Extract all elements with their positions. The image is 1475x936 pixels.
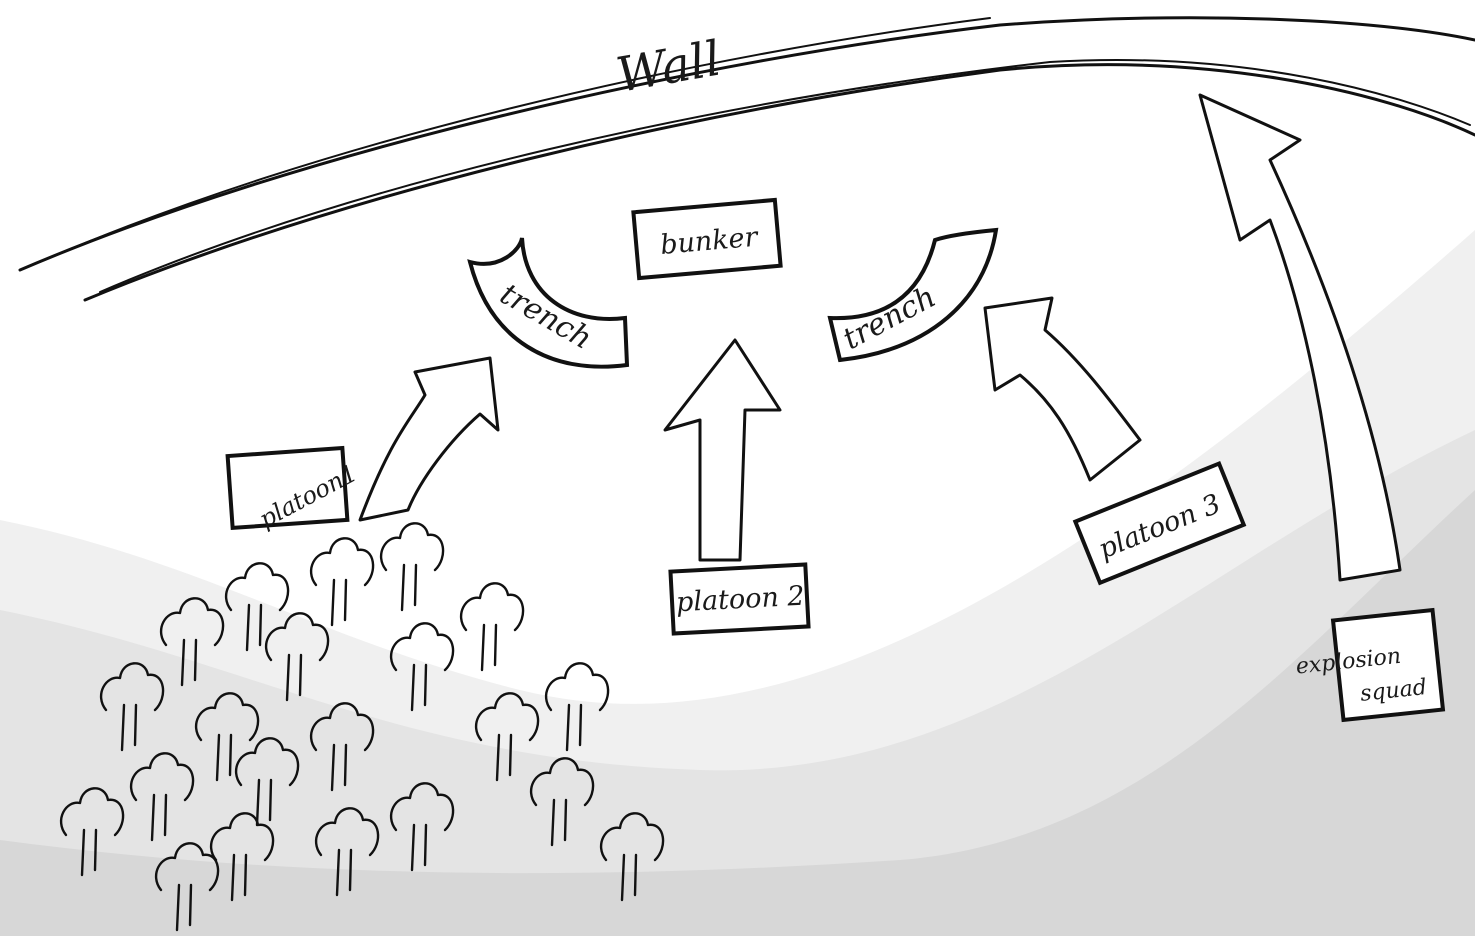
tree-icon: [59, 787, 125, 877]
bunker: bunker: [631, 197, 783, 281]
tree-icon: [544, 662, 610, 752]
tree-icon: [389, 782, 455, 872]
platoon2-label: platoon 2: [675, 581, 805, 619]
arrow-platoon1: [358, 356, 500, 522]
tree-icon: [154, 842, 220, 932]
tree-icon: [309, 702, 375, 792]
wall-label: Wall: [612, 31, 725, 104]
terrain: [0, 230, 1475, 936]
tree-icon: [159, 597, 225, 687]
tree-icon: [314, 807, 380, 897]
arrow-platoon3: [983, 296, 1142, 482]
tree-icon: [264, 612, 330, 702]
arrow-platoon2: [663, 338, 782, 562]
tree-icon: [474, 692, 540, 782]
explosion-squad: explosion squad: [1295, 607, 1446, 723]
tree-icon: [234, 737, 300, 827]
tree-icon: [194, 692, 260, 782]
forest: [59, 522, 665, 932]
platoon2: platoon 2: [668, 562, 811, 636]
platoon1: platoon1: [225, 445, 362, 534]
tree-icon: [99, 662, 165, 752]
tree-icon: [389, 622, 455, 712]
trench-left: trench: [467, 237, 630, 369]
tree-icon: [224, 562, 290, 652]
tree-icon: [129, 752, 195, 842]
terrain-band-dark: [0, 490, 1475, 936]
tree-icon: [309, 537, 375, 627]
trench-right: trench: [827, 227, 999, 363]
tree-icon: [529, 757, 595, 847]
tree-icon: [379, 522, 445, 612]
tree-icon: [209, 812, 275, 902]
arrow-explosion-squad: [1198, 93, 1402, 582]
tree-icon: [599, 812, 665, 902]
tree-icon: [459, 582, 525, 672]
